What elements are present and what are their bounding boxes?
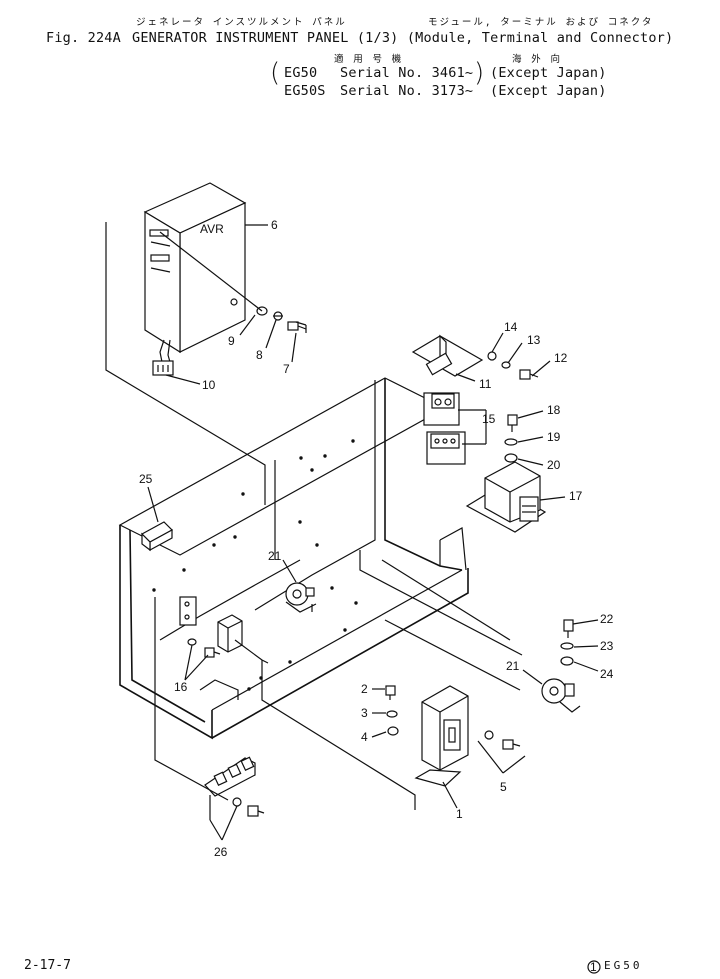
part-number-11: 11 — [479, 377, 492, 391]
part-number-17: 17 — [569, 489, 583, 503]
jp-title-right: モジュール, ターミナル および コネクタ — [428, 17, 654, 28]
jp-serial-label: 適 用 号 機 — [334, 54, 404, 65]
panel-mounting-holes — [152, 439, 358, 691]
bracket-right: ) — [474, 58, 485, 88]
part-number-10: 10 — [202, 378, 216, 392]
reference-lines — [154, 460, 523, 810]
avr-fasteners — [159, 231, 307, 333]
serial-model-1: EG50 — [284, 65, 318, 81]
part-number-18: 18 — [547, 403, 561, 417]
serial-number-1: Serial No. 3461~ — [340, 65, 474, 81]
part-number-22: 22 — [600, 612, 614, 626]
current-sensor-on-panel — [285, 582, 317, 613]
part-number-21-panel: 21 — [268, 549, 282, 563]
relay-assembly — [423, 392, 487, 465]
part-number-19: 19 — [547, 430, 561, 444]
part-number-14: 14 — [504, 320, 518, 334]
part-number-2: 2 — [361, 682, 368, 696]
part-number-8: 8 — [256, 348, 263, 362]
part-number-25: 25 — [139, 472, 153, 486]
model-mark-number: 1 — [590, 960, 597, 974]
part-number-12: 12 — [554, 351, 568, 365]
part-number-26: 26 — [214, 845, 228, 859]
part-number-3: 3 — [361, 706, 368, 720]
page-number: 2-17-7 — [24, 958, 71, 973]
part-number-9: 9 — [228, 334, 235, 348]
bracket-assembly — [411, 334, 539, 380]
part-number-7: 7 — [283, 362, 290, 376]
model-mark: EG50 — [604, 959, 643, 972]
part-number-16: 16 — [174, 680, 188, 694]
part-number-13: 13 — [527, 333, 541, 347]
figure-title: GENERATOR INSTRUMENT PANEL (1/3) (Module… — [132, 30, 674, 46]
part-number-24: 24 — [600, 667, 614, 681]
connector-terminal — [179, 596, 243, 658]
switch-assembly — [385, 685, 521, 787]
part-number-1: 1 — [456, 807, 463, 821]
instrument-panel-tray — [118, 377, 469, 740]
part-number-4: 4 — [361, 730, 368, 744]
part-number-labels: 6 9 8 7 10 14 13 12 11 15 18 19 20 17 25… — [139, 218, 614, 859]
serial-model-2: EG50S — [284, 83, 326, 99]
callout-leaders — [147, 224, 599, 841]
avr-leader-line — [105, 222, 266, 505]
serial-region-1: (Except Japan) — [490, 65, 607, 81]
jp-export-label: 海 外 向 — [512, 54, 562, 65]
bracket-left: ( — [270, 58, 281, 88]
part-number-5: 5 — [500, 780, 507, 794]
part-number-15: 15 — [482, 412, 496, 426]
figure-label: Fig. 224A — [46, 30, 121, 46]
terminal-strip — [204, 756, 265, 817]
transformer-assembly — [465, 414, 547, 533]
part-number-21-exploded: 21 — [506, 659, 520, 673]
jp-title-left: ジェネレータ インスツルメント パネル — [136, 17, 347, 28]
part-number-20: 20 — [547, 458, 561, 472]
part-number-6: 6 — [271, 218, 278, 232]
model-mark-circle — [587, 960, 601, 974]
serial-number-2: Serial No. 3173~ — [340, 83, 474, 99]
current-sensor-exploded — [541, 619, 581, 713]
serial-region-2: (Except Japan) — [490, 83, 607, 99]
avr-module: AVR — [143, 182, 247, 376]
part-number-23: 23 — [600, 639, 614, 653]
nameplate — [141, 521, 173, 552]
avr-module-label: AVR — [200, 222, 224, 236]
